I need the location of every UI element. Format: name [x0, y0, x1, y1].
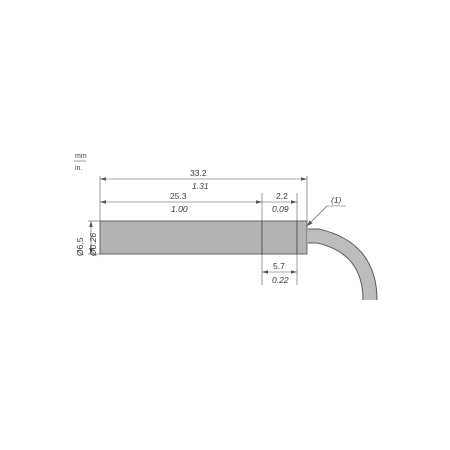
overall-length-mm: 33.2	[190, 168, 207, 178]
arrowhead	[89, 248, 93, 254]
diameter-in: Ø0.26	[88, 233, 98, 257]
callout-label: (1)	[331, 195, 342, 205]
arrowhead	[301, 177, 307, 181]
head-length-mm: 5.7	[273, 261, 285, 271]
head-length-in: 0.22	[272, 275, 289, 285]
unit-in: in.	[75, 165, 82, 172]
arrowhead	[100, 200, 106, 204]
arrowhead	[256, 200, 262, 204]
sensor-collar	[296, 220, 308, 255]
collar-length-in: 0.09	[272, 204, 289, 214]
cable	[308, 229, 377, 301]
sensor-head	[261, 220, 298, 255]
arrowhead	[307, 220, 313, 226]
arrowhead	[89, 221, 93, 227]
arrowhead	[262, 270, 268, 274]
overall-length-in: 1.31	[192, 181, 209, 191]
body-length-mm: 25.3	[170, 191, 187, 201]
sensor-body	[99, 220, 263, 255]
arrowhead	[100, 177, 106, 181]
body-length-in: 1.00	[171, 204, 188, 214]
unit-mm: mm	[75, 153, 87, 160]
arrowhead	[291, 200, 297, 204]
diameter-mm: Ø6.5	[75, 237, 85, 256]
collar-length-mm: 2.2	[276, 191, 288, 201]
arrowhead	[291, 270, 297, 274]
